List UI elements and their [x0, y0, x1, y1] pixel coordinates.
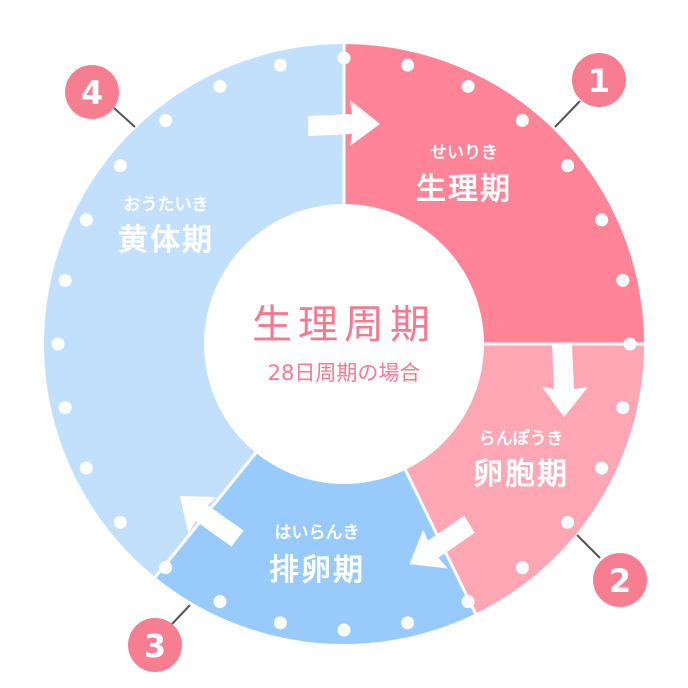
- arrow-icon: [409, 515, 475, 569]
- phase-name: 生理期: [416, 172, 512, 207]
- phase-badge-3: 3: [128, 618, 182, 672]
- arrow-icon: [179, 495, 244, 547]
- day-dot: [58, 273, 72, 287]
- day-dot: [273, 58, 287, 72]
- phase-badge-2: 2: [593, 553, 647, 607]
- phase-badge-4: 4: [65, 65, 119, 119]
- day-dot: [337, 51, 351, 65]
- day-dot: [51, 337, 65, 351]
- day-dot: [213, 595, 227, 609]
- center-circle: [204, 204, 484, 484]
- day-dot: [595, 461, 609, 475]
- svg-text:4: 4: [81, 74, 103, 112]
- center-title: 生理周期: [252, 302, 436, 348]
- phase-segment-3: [155, 344, 476, 645]
- day-dot: [159, 113, 173, 127]
- svg-text:1: 1: [588, 62, 610, 100]
- day-dot: [79, 213, 93, 227]
- phase-reading: せいりき: [430, 143, 498, 163]
- day-dot: [515, 113, 529, 127]
- day-dot: [616, 401, 630, 415]
- center-subtitle: 28日周期の場合: [268, 361, 421, 385]
- day-dot: [401, 616, 415, 630]
- phase-name: 卵胞期: [473, 457, 569, 492]
- day-dot: [273, 616, 287, 630]
- svg-text:2: 2: [609, 562, 631, 600]
- day-dot: [461, 595, 475, 609]
- day-dot: [561, 515, 575, 529]
- phase-reading: はいらんき: [275, 523, 360, 543]
- day-dot: [213, 79, 227, 93]
- day-dot: [58, 401, 72, 415]
- phase-reading: おうたいき: [124, 195, 209, 215]
- day-dot: [595, 213, 609, 227]
- day-dot: [337, 623, 351, 637]
- phase-badge-1: 1: [572, 53, 626, 107]
- day-dot: [401, 58, 415, 72]
- day-dot: [515, 561, 529, 575]
- day-dot: [159, 561, 173, 575]
- day-dot: [113, 159, 127, 173]
- cycle-arrows: [179, 100, 588, 569]
- phase-name: 排卵期: [269, 553, 365, 588]
- day-dot: [561, 159, 575, 173]
- day-dot: [616, 273, 630, 287]
- phase-reading: らんぽうき: [479, 428, 564, 449]
- svg-text:3: 3: [144, 627, 166, 665]
- phase-segment-4: [43, 44, 345, 578]
- day-dot: [461, 79, 475, 93]
- connectors: [113, 100, 601, 625]
- day-dot: [623, 337, 637, 351]
- phase-name: 黄体期: [118, 223, 214, 258]
- day-dot: [79, 461, 93, 475]
- arrow-icon: [308, 100, 380, 146]
- arrow-icon: [542, 345, 588, 417]
- day-dot: [113, 515, 127, 529]
